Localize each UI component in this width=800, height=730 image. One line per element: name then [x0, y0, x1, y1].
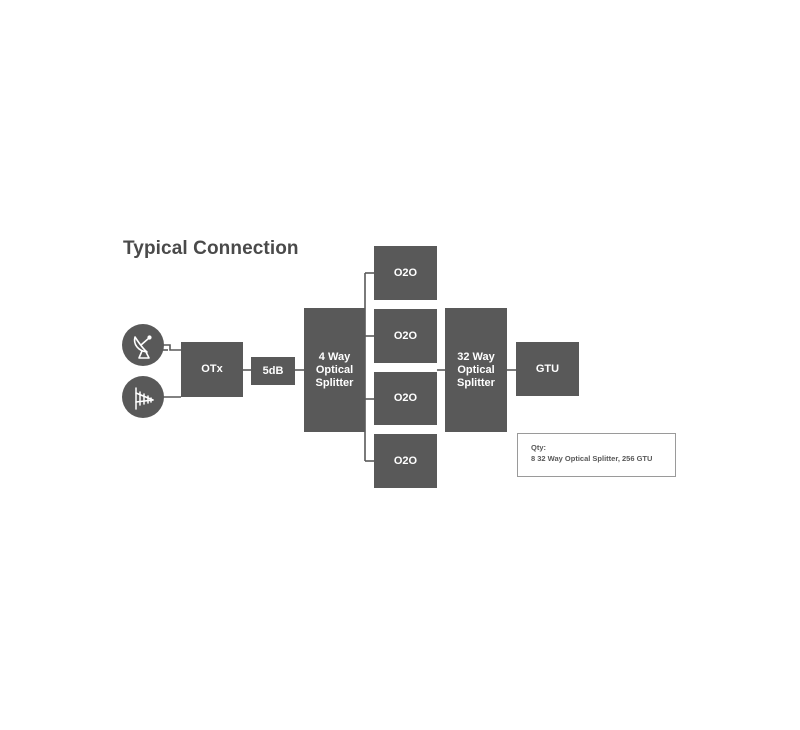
gtu-block: GTU	[516, 342, 579, 396]
o2o-block-2: O2O	[374, 309, 437, 363]
quantity-note: Qty: 8 32 Way Optical Splitter, 256 GTU	[517, 433, 676, 477]
o2o-block-4: O2O	[374, 434, 437, 488]
quantity-label: Qty:	[531, 443, 546, 452]
satellite-dish-icon	[122, 324, 164, 366]
otx-block: OTx	[181, 342, 243, 397]
tv-antenna-icon	[122, 376, 164, 418]
splitter-4way-block: 4 Way Optical Splitter	[304, 308, 365, 432]
o2o-block-1: O2O	[374, 246, 437, 300]
o2o-block-3: O2O	[374, 372, 437, 425]
diagram-title: Typical Connection	[123, 238, 299, 259]
attenuator-5db-block: 5dB	[251, 357, 295, 385]
quantity-text: 8 32 Way Optical Splitter, 256 GTU	[531, 454, 653, 463]
splitter-32way-block: 32 Way Optical Splitter	[445, 308, 507, 432]
line-satellite-to-otx	[163, 344, 181, 351]
